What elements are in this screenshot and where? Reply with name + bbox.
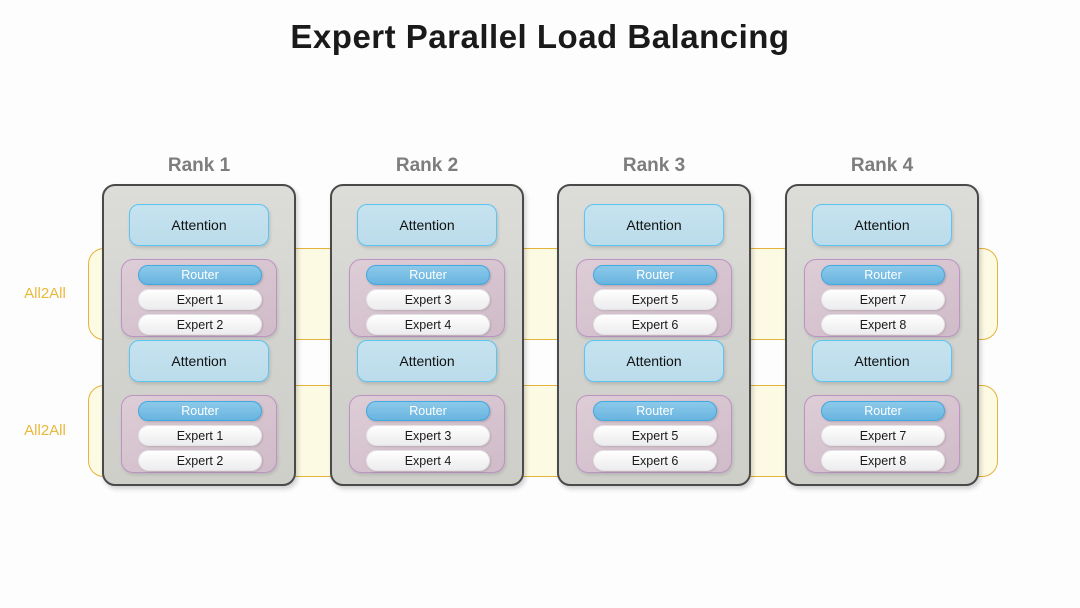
attention-block[interactable]: Attention [584, 204, 724, 246]
expert-block[interactable]: Expert 3 [366, 425, 490, 446]
attention-block[interactable]: Attention [812, 340, 952, 382]
attention-block[interactable]: Attention [584, 340, 724, 382]
expert-block[interactable]: Expert 3 [366, 289, 490, 310]
all2all-label-layer-2: All2All [24, 422, 66, 439]
moe-block[interactable]: Router Expert 5 Expert 6 [576, 259, 732, 337]
router-block[interactable]: Router [821, 265, 945, 285]
expert-block[interactable]: Expert 2 [138, 314, 262, 335]
router-block[interactable]: Router [138, 401, 262, 421]
moe-block[interactable]: Router Expert 1 Expert 2 [121, 395, 277, 473]
moe-block[interactable]: Router Expert 7 Expert 8 [804, 395, 960, 473]
expert-block[interactable]: Expert 4 [366, 314, 490, 335]
router-block[interactable]: Router [593, 265, 717, 285]
expert-block[interactable]: Expert 6 [593, 450, 717, 471]
rank-title: Rank 1 [167, 155, 231, 176]
moe-block[interactable]: Router Expert 3 Expert 4 [349, 395, 505, 473]
expert-block[interactable]: Expert 8 [821, 314, 945, 335]
expert-block[interactable]: Expert 1 [138, 289, 262, 310]
moe-block[interactable]: Router Expert 3 Expert 4 [349, 259, 505, 337]
rank-layer-stack: Attention Router Expert 7 Expert 8 Atten… [785, 184, 979, 486]
router-block[interactable]: Router [138, 265, 262, 285]
rank-layer-stack: Attention Router Expert 5 Expert 6 Atten… [557, 184, 751, 486]
rank-title: Rank 2 [395, 155, 459, 176]
expert-block[interactable]: Expert 5 [593, 425, 717, 446]
expert-block[interactable]: Expert 7 [821, 289, 945, 310]
moe-block[interactable]: Router Expert 1 Expert 2 [121, 259, 277, 337]
expert-block[interactable]: Expert 7 [821, 425, 945, 446]
moe-block[interactable]: Router Expert 7 Expert 8 [804, 259, 960, 337]
attention-block[interactable]: Attention [129, 340, 269, 382]
rank-layer-stack: Attention Router Expert 3 Expert 4 Atten… [330, 184, 524, 486]
attention-block[interactable]: Attention [129, 204, 269, 246]
page-title: Expert Parallel Load Balancing [290, 18, 790, 55]
router-block[interactable]: Router [366, 265, 490, 285]
expert-block[interactable]: Expert 2 [138, 450, 262, 471]
attention-block[interactable]: Attention [812, 204, 952, 246]
attention-block[interactable]: Attention [357, 204, 497, 246]
rank-layer-stack: Attention Router Expert 1 Expert 2 Atten… [102, 184, 296, 486]
expert-block[interactable]: Expert 4 [366, 450, 490, 471]
expert-block[interactable]: Expert 1 [138, 425, 262, 446]
expert-block[interactable]: Expert 8 [821, 450, 945, 471]
router-block[interactable]: Router [821, 401, 945, 421]
attention-block[interactable]: Attention [357, 340, 497, 382]
all2all-label-layer-1: All2All [24, 285, 66, 302]
router-block[interactable]: Router [366, 401, 490, 421]
moe-block[interactable]: Router Expert 5 Expert 6 [576, 395, 732, 473]
expert-block[interactable]: Expert 6 [593, 314, 717, 335]
expert-block[interactable]: Expert 5 [593, 289, 717, 310]
rank-title: Rank 3 [622, 155, 686, 176]
rank-title: Rank 4 [850, 155, 914, 176]
router-block[interactable]: Router [593, 401, 717, 421]
